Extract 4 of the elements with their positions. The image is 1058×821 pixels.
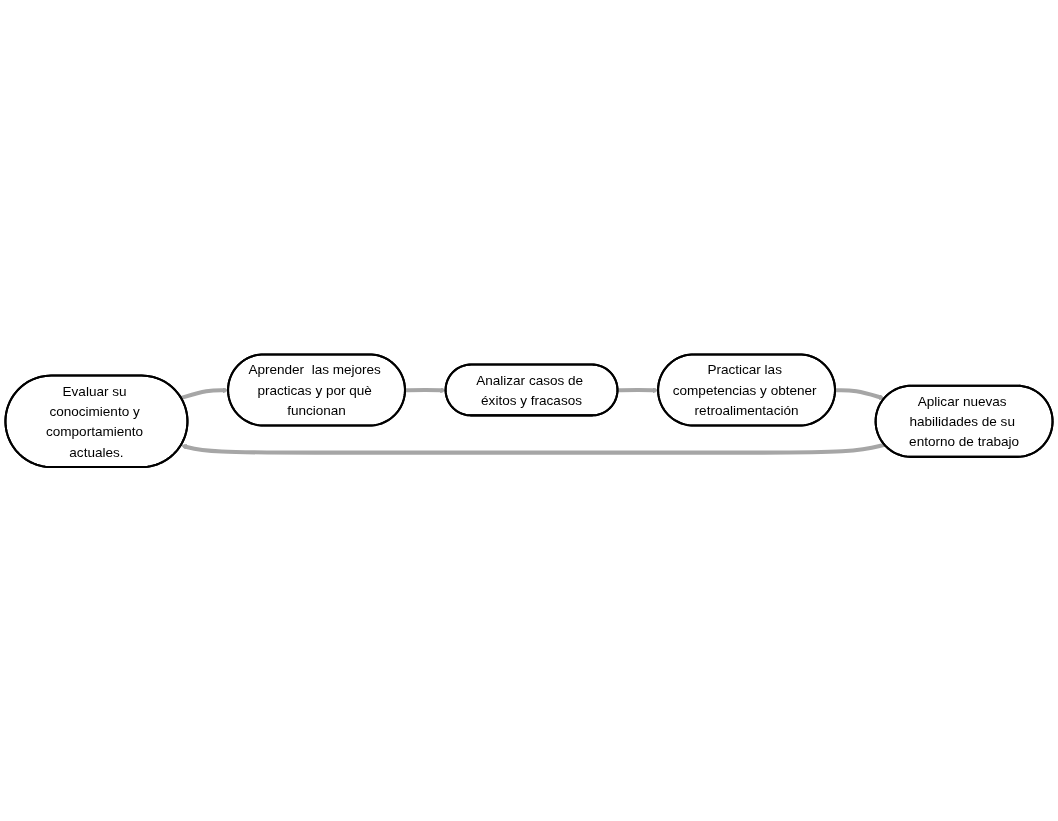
- arrow: [617, 387, 659, 393]
- arrow: [180, 442, 885, 455]
- arrow: [835, 388, 885, 400]
- arrow: [180, 387, 229, 400]
